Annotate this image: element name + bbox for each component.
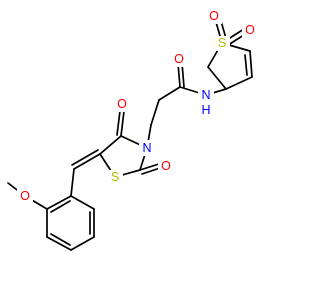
molecule-structure: O O S O N H O N O S O xyxy=(7,8,258,251)
ring-carbonyl-oxygen-right-label: O xyxy=(161,159,171,173)
ring-sulfur-label: S xyxy=(111,170,119,184)
amide-oxygen-label: O xyxy=(174,52,184,66)
sulfone-sulfur-label: S xyxy=(218,36,226,50)
amide-hydrogen-label: H xyxy=(201,103,210,117)
molecule-canvas: O O S O N H O N O S O xyxy=(7,8,258,251)
ring-carbonyl-oxygen-top-label: O xyxy=(117,97,127,111)
ring-nitrogen-label: N xyxy=(142,141,151,155)
sulfone-oxygen-top-label: O xyxy=(209,9,219,23)
atom-labels: O O S O N H O N O S O xyxy=(17,8,258,204)
sulfone-oxygen-right-label: O xyxy=(245,23,255,37)
amide-nitrogen-label: N xyxy=(201,88,210,102)
benzylidene-bond xyxy=(70,149,101,197)
methoxy-oxygen-label: O xyxy=(20,189,30,203)
